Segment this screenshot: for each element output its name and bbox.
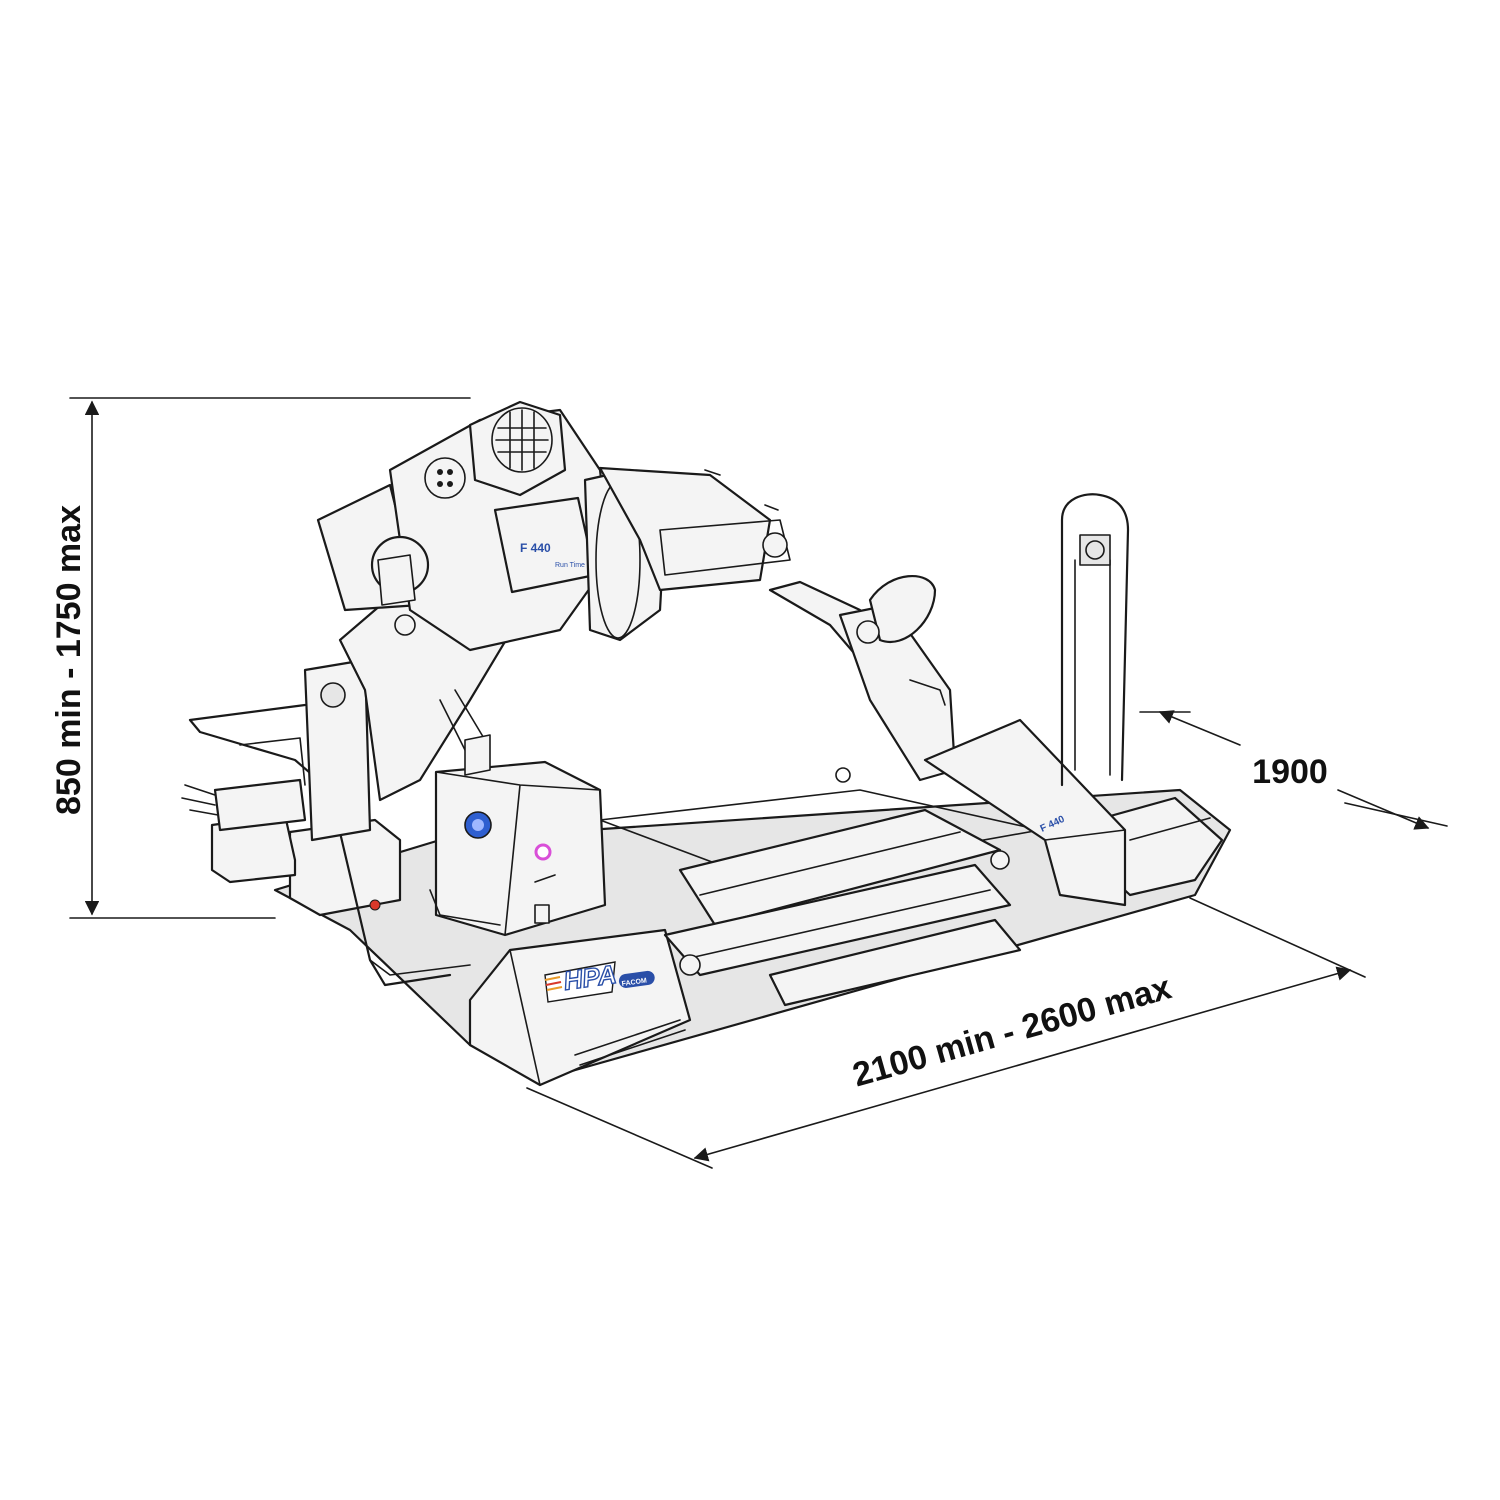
valve-block [213,778,307,832]
handle-inner-rails [1074,559,1111,776]
side-knob [394,614,416,636]
spindle-model-label: F 440 [520,541,551,555]
handle-gear-icon [1085,540,1105,560]
carriage-upper-groove [699,831,961,896]
carriage-upper-slide [678,808,1002,927]
emergency-button-center [472,819,484,831]
tool-pivot [762,532,788,558]
handle-mechanism [1079,534,1111,566]
depth-label: 1900 [1252,753,1328,791]
motor-cap [468,400,567,497]
lever-handles[interactable] [181,784,219,816]
right-wedge-edge [1044,829,1126,841]
left-foot-plate [429,889,501,926]
lifting-eye [835,767,851,783]
hydraulic-unit [210,813,501,926]
height-dimension: 850 min - 1750 max [50,397,471,919]
bead-disc-icon [868,575,937,643]
width-arrow [693,966,1352,1162]
tool-slide [659,519,791,576]
grille-pattern [495,409,549,471]
column-pivot [320,682,346,708]
brand-logo: HPA FACOM [544,958,655,1003]
bead-handle[interactable] [909,679,946,706]
width-extension-right [1189,897,1366,978]
tool-arm-body [598,466,772,592]
carriage-pivot-left [679,954,701,976]
logo-subtext: FACOM [621,978,647,988]
motor-grille-icon [491,407,553,473]
column-body [303,658,372,842]
bead-breaker-column: F 440 [838,575,1127,907]
height-label: 850 min - 1750 max [50,505,88,815]
hydraulic-tank [288,818,402,917]
carriage-pivot-right [990,850,1010,870]
front-wedge-grooves [574,1019,686,1066]
spindle-model-suffix: Run Time [555,562,585,569]
width-label: 2100 min - 2600 max [849,968,1176,1094]
lift-handle[interactable] [1060,493,1130,787]
ram-cylinder [464,734,491,776]
control-socket-icon [534,904,550,924]
control-levers [181,737,307,832]
switch-lever-icon[interactable] [534,874,556,883]
width-extension-left [526,1087,713,1169]
guide-rod-inner [369,959,471,976]
front-wedge-edge [509,949,541,1086]
right-rail-line [1129,817,1211,841]
carriage-middle-groove [689,889,991,959]
hydraulic-indicator-icon [369,899,381,911]
depth-arrow-upper [1158,710,1241,746]
logo-badge-icon [618,970,655,988]
control-box [434,760,607,937]
control-box-body [434,760,607,937]
control-box-edges [435,771,601,936]
connector-icon [424,457,466,499]
carriage-lower-slide [768,918,1022,1007]
depth-dimension: 1900 [1139,710,1448,830]
side-bracket [377,554,416,606]
indicator-light-icon [534,843,552,861]
tool-arm [598,466,882,662]
valve-top [239,737,306,786]
depth-arrow-lower [1337,789,1430,830]
bead-disc-hub [856,620,880,644]
handle-frame[interactable] [1060,493,1130,787]
tool-clamps [704,469,779,511]
sliding-carriage [663,808,1022,1007]
